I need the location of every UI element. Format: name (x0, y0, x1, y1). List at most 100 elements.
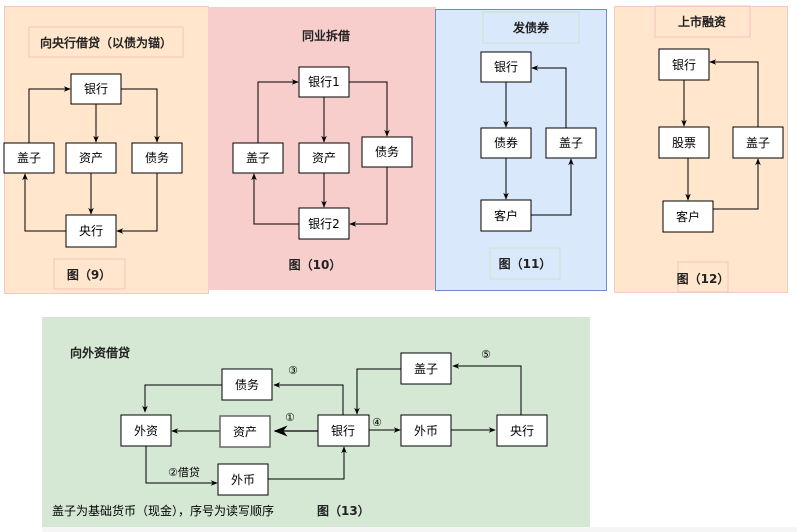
svg-text:盖子: 盖子 (414, 362, 438, 376)
fig13-title: 向外资借贷 (70, 345, 130, 360)
fig13-edge-debt-to-foreigncapital (142, 384, 222, 413)
fig13-label-step3: ③ (288, 364, 298, 377)
fig11-node-bank: 银行 (480, 51, 532, 83)
svg-text:银行2: 银行2 (308, 217, 340, 231)
svg-text:客户: 客户 (494, 208, 518, 223)
fig11-caption-box: 图（11） (489, 247, 561, 280)
fig13-node-bank: 银行 (317, 414, 370, 447)
fig9-title: 向央行借贷（以债为锚） (40, 35, 172, 50)
fig13-edge-currency-to-bank (268, 446, 347, 480)
fig12-edge-customer-to-basemoney (713, 158, 761, 210)
svg-text:银行1: 银行1 (308, 75, 340, 89)
fig10-edge-debt-to-bank2 (349, 167, 388, 227)
fig13-caption: 图（13） (317, 503, 370, 518)
fig11-node-customer: 客户 (480, 199, 532, 232)
fig9-edges (22, 86, 160, 234)
fig11-title-box: 发债券 (482, 11, 580, 44)
fig11-node-base-money: 盖子 (545, 127, 597, 159)
svg-text:资产: 资产 (79, 151, 103, 165)
fig12-title: 上市融资 (678, 14, 726, 29)
svg-text:银行: 银行 (84, 82, 108, 96)
fig10-caption: 图（10） (289, 257, 342, 272)
fig9-node-asset: 资产 (65, 142, 117, 174)
svg-text:债务: 债务 (375, 144, 399, 159)
fig13-label-step2: ②借贷 (168, 465, 200, 479)
fig10-edge-bank1-to-debt (349, 81, 390, 137)
fig11-caption: 图（11） (499, 256, 552, 271)
fig9-title-box: 向央行借贷（以债为锚） (28, 26, 184, 58)
svg-text:债务: 债务 (145, 150, 169, 165)
fig13-node-asset: 资产 (219, 415, 271, 448)
fig13-label-step5: ⑤ (481, 348, 491, 361)
fig10-title-box: 同业拆借 (302, 28, 350, 43)
fig9-node-base-money: 盖子 (3, 142, 55, 174)
fig13-edge-bank-to-debt (273, 382, 344, 415)
svg-text:资产: 资产 (312, 151, 336, 165)
fig9-edge-debt-to-centralbank (116, 173, 158, 234)
fig9-edge-bank-to-debt (121, 88, 160, 143)
fig13-node-foreign-capital: 外资 (120, 414, 172, 447)
fig13-node-debt: 债务 (221, 368, 273, 401)
fig12-node-base-money: 盖子 (732, 126, 784, 159)
svg-text:银行: 银行 (494, 60, 518, 74)
fig9-caption-box: 图（9） (53, 258, 126, 290)
fig11-edges (503, 65, 574, 216)
fig13-edges (142, 363, 522, 486)
svg-text:银行: 银行 (672, 58, 696, 72)
fig10-node-base-money: 盖子 (232, 142, 284, 174)
fig10-node-bank2: 银行2 (298, 207, 350, 240)
fig12-edges (681, 59, 761, 210)
svg-text:盖子: 盖子 (17, 151, 41, 165)
fig9-node-central-bank: 央行 (65, 214, 117, 248)
fig9-edge-basemoney-to-bank (28, 86, 71, 143)
fig12-caption: 图（12） (677, 271, 730, 286)
svg-text:客户: 客户 (676, 209, 700, 224)
svg-text:债务: 债务 (235, 377, 259, 392)
fig10-node-bank1: 银行1 (298, 66, 350, 98)
fig11-edge-customer-to-basemoney (531, 158, 574, 216)
svg-text:资产: 资产 (233, 425, 257, 439)
svg-text:外币: 外币 (414, 424, 438, 438)
fig9-edge-centralbank-to-basemoney (22, 173, 66, 232)
fig13-label-step4: ④ (372, 416, 382, 429)
fig13-note: 盖子为基础货币（现金），序号为读写顺序 (52, 503, 274, 518)
fig10-node-asset: 资产 (298, 142, 350, 174)
fig9-node-bank: 银行 (70, 73, 122, 105)
fig11-node-bond: 债券 (480, 127, 532, 159)
svg-text:盖子: 盖子 (746, 136, 770, 150)
svg-text:央行: 央行 (79, 224, 103, 238)
fig9-node-debt: 债务 (131, 142, 183, 174)
fig12-title-box: 上市融资 (654, 5, 751, 38)
fig12-node-customer: 客户 (662, 200, 714, 233)
svg-text:股票: 股票 (672, 136, 696, 150)
fig10-caption-box: 图（10） (289, 257, 342, 272)
fig13-edge-basemoney-to-bank (354, 368, 401, 415)
svg-text:外资: 外资 (134, 424, 158, 438)
fig10-node-debt: 债务 (361, 136, 413, 168)
fig9-caption: 图（9） (67, 267, 111, 282)
bottom-strip (42, 527, 797, 532)
svg-text:盖子: 盖子 (559, 136, 583, 150)
fig13-edge-centralbank-to-basemoney (452, 363, 522, 415)
fig12-node-bank: 银行 (658, 48, 710, 81)
svg-text:债券: 债券 (494, 135, 518, 150)
fig10-edges (251, 79, 390, 227)
svg-text:银行: 银行 (331, 424, 355, 438)
fig10-edge-basemoney-to-bank1 (257, 79, 299, 143)
fig10-edge-bank2-to-basemoney (251, 173, 299, 225)
fig12-node-stock: 股票 (658, 126, 710, 159)
fig12-edge-basemoney-to-bank (709, 59, 759, 127)
fig13-node-foreign-currency: 外币 (400, 414, 452, 447)
svg-text:央行: 央行 (510, 424, 534, 438)
fig10-title: 同业拆借 (302, 28, 350, 43)
svg-text:盖子: 盖子 (246, 151, 270, 165)
fig13-edge-foreigncapital-to-currency (145, 446, 218, 486)
fig11-title: 发债券 (512, 20, 550, 35)
fig13-node-base-money: 盖子 (400, 352, 452, 385)
fig13-node-foreign-currency-bottom: 外币 (217, 463, 269, 496)
fig11-edge-basemoney-to-bank (531, 65, 567, 128)
svg-text:外币: 外币 (231, 473, 255, 487)
fig13-node-central-bank: 央行 (496, 414, 548, 447)
fig13-label-step1: ① (285, 411, 295, 424)
